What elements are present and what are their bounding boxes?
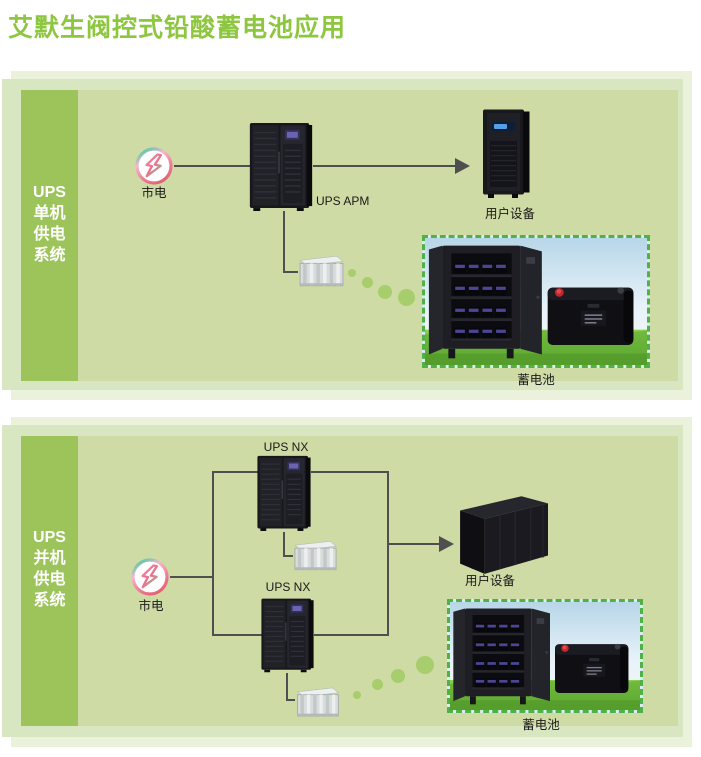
ups-nx1-cabinet-image <box>257 454 311 532</box>
connector-line <box>214 634 262 636</box>
mains-power-label: 市电 <box>138 599 164 613</box>
green-dot <box>416 656 434 674</box>
connector-line <box>174 165 250 167</box>
green-dot <box>372 679 383 690</box>
battery-pack-image <box>297 254 346 288</box>
green-dot <box>353 691 361 699</box>
ups-nx2-cabinet-image <box>261 597 314 673</box>
mains-power-label: 市电 <box>141 186 167 200</box>
side-label-line: UPS <box>33 529 66 546</box>
battery-cabinet-photo <box>422 235 650 368</box>
battery-label: 蓄电池 <box>522 718 560 732</box>
connector-line <box>387 543 440 545</box>
user-equipment-cabinet-image <box>456 492 548 574</box>
connector-line <box>214 471 258 473</box>
green-dot <box>391 669 405 683</box>
connector-line <box>283 271 298 273</box>
connector-line <box>283 555 293 557</box>
ups-nx1-label: UPS NX <box>263 440 309 454</box>
connector-line <box>286 699 295 701</box>
connector-line <box>283 532 285 557</box>
page-title: 艾默生阀控式铅酸蓄电池应用 <box>8 14 347 42</box>
connector-line <box>387 471 389 636</box>
side-label-line: 并机 <box>33 550 66 567</box>
connector-line <box>212 471 214 636</box>
arrow-right-icon <box>455 158 470 174</box>
side-label-ups-single: UPS 单机 供电 系统 <box>21 90 78 381</box>
connector-line <box>286 673 288 701</box>
user-equipment-label: 用户设备 <box>484 207 535 221</box>
ups-apm-cabinet-image <box>249 122 313 211</box>
connector-line <box>314 634 389 636</box>
mains-power-icon <box>134 146 174 186</box>
connector-line <box>283 211 285 273</box>
green-dot <box>378 285 392 299</box>
green-dot <box>362 277 373 288</box>
side-label-line: 供电 <box>33 571 66 588</box>
green-dot <box>348 269 356 277</box>
user-equipment-label: 用户设备 <box>464 574 515 588</box>
battery-label: 蓄电池 <box>517 373 555 387</box>
ups-apm-label: UPS APM <box>316 194 370 208</box>
side-label-line: 供电 <box>33 225 66 243</box>
arrow-right-icon <box>439 536 454 552</box>
side-label-line: 系统 <box>33 592 66 609</box>
battery-pack-image <box>294 686 342 718</box>
connector-line <box>313 165 456 167</box>
side-label-ups-parallel: UPS 并机 供电 系统 <box>21 436 78 726</box>
ups-nx2-label: UPS NX <box>265 580 311 594</box>
battery-cabinet-photo <box>447 599 643 713</box>
user-equipment-rack-image <box>482 109 531 199</box>
mains-power-icon <box>130 557 170 597</box>
connector-line <box>311 471 389 473</box>
green-dot <box>398 289 415 306</box>
side-label-line: 单机 <box>33 204 66 222</box>
side-label-line: 系统 <box>33 246 66 264</box>
battery-pack-image <box>292 539 339 572</box>
connector-line <box>170 576 214 578</box>
side-label-line: UPS <box>33 183 66 201</box>
